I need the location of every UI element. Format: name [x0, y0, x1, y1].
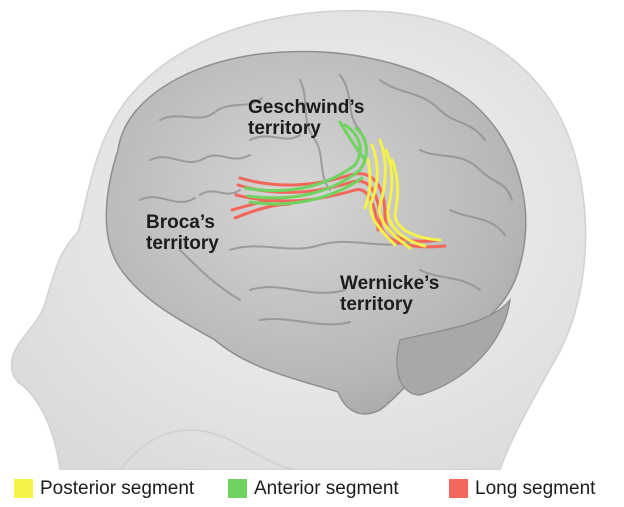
- broca-label-line-1: Broca’s: [146, 212, 215, 233]
- legend-swatch-anterior: [228, 479, 247, 498]
- broca-territory-label: Broca’s territory: [146, 212, 219, 254]
- legend-swatch-posterior: [14, 479, 33, 498]
- anterior-segment-tract: [243, 120, 368, 206]
- geschwind-label-line-2: territory: [248, 118, 321, 139]
- legend-label-posterior: Posterior segment: [40, 478, 195, 499]
- posterior-segment-tract: [363, 138, 442, 250]
- cerebellum: [396, 297, 511, 396]
- jaw-outline: [119, 429, 301, 471]
- geschwind-label-line-1: Geschwind’s: [248, 97, 365, 118]
- legend: Posterior segment Anterior segment Long …: [0, 470, 624, 507]
- wernicke-territory-label: Wernicke’s territory: [340, 273, 439, 315]
- legend-label-anterior: Anterior segment: [254, 478, 399, 499]
- legend-swatch-long: [449, 479, 468, 498]
- broca-label-line-2: territory: [146, 233, 219, 254]
- brain-sulci: [139, 74, 513, 326]
- geschwind-territory-label: Geschwind’s territory: [248, 97, 365, 139]
- wernicke-label-line-1: Wernicke’s: [340, 273, 440, 294]
- legend-label-long: Long segment: [475, 478, 596, 499]
- wernicke-label-line-2: territory: [340, 294, 413, 315]
